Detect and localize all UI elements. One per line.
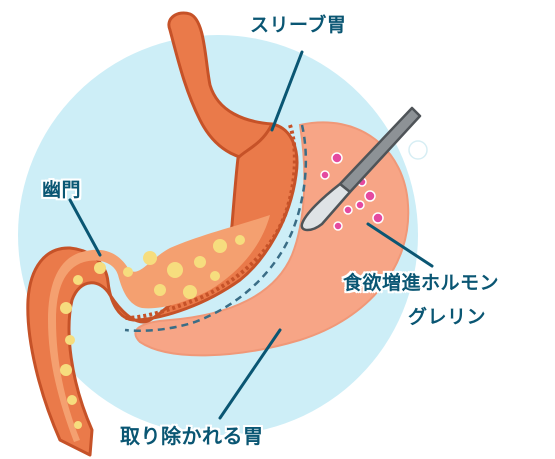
label-appetite-hormone: 食欲増進ホルモン xyxy=(343,268,499,295)
label-removed-stomach: 取り除かれる胃 xyxy=(120,420,264,449)
accent-dot xyxy=(409,141,427,159)
label-ghrelin: グレリン xyxy=(408,302,486,329)
label-pylorus: 幽門 xyxy=(42,175,81,202)
label-sleeve-stomach: スリーブ胃 xyxy=(250,10,346,37)
